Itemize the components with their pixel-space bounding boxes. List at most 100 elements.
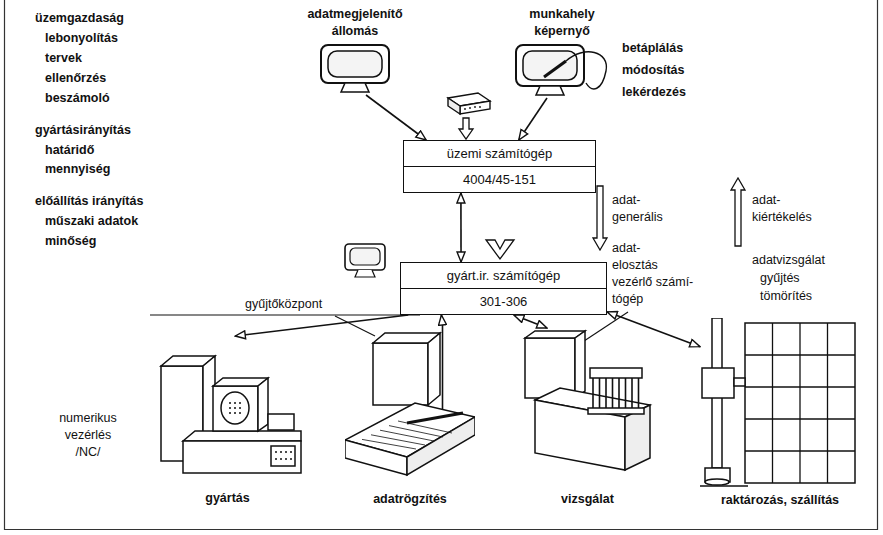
icon-stroke [588,408,644,414]
annotation-text: mennyiség [45,161,110,178]
equipment-label: adatrögzítés [345,487,475,508]
computer-box: üzemi számítógép4004/45-151 [403,140,596,193]
computer-name: gyárt.ir. számítógép [401,263,606,288]
computer-box: gyárt.ir. számítógép301-306 [400,262,607,315]
computer-name: üzemi számítógép [404,141,595,166]
input-chevron [486,240,514,259]
annotation-text: üzemgazdaság [35,10,124,27]
equipment-node: gyártás [150,336,305,507]
card-reader-dot [464,108,466,110]
card-reader-dot [479,106,481,108]
equipment-icon [345,325,475,487]
data-connector [514,315,547,328]
icon-stroke [799,323,800,483]
icon-stroke [362,439,416,449]
icon-stroke [442,325,444,409]
icon-stroke [239,407,241,409]
icon-stroke [280,458,282,460]
annotation-text: adat- kiértékelés [752,192,824,226]
annotation-text: betáplálás [622,40,683,57]
icon-stroke [566,52,606,89]
annotation-text: beszámoló [45,90,110,107]
icon-stroke [285,458,287,460]
data-connector [366,95,426,140]
card-reader-dot [474,106,476,108]
icon-stroke [618,378,620,410]
annotation-text: lebonyolítás [45,30,118,47]
icon-stroke [638,378,640,410]
icon-stroke [328,51,382,77]
icon-stroke [625,378,627,410]
icon-stroke [371,435,425,445]
icon-stroke [234,412,236,414]
icon-stroke [745,354,855,355]
icon-stroke [705,479,729,485]
icon-stroke [631,378,633,410]
icon-stroke [345,440,407,475]
annotation-text: adatvizsgálat [752,252,825,269]
icon-stroke [258,378,268,431]
icon-stroke [523,51,577,80]
small-monitor [355,270,375,277]
data-connector [460,193,462,262]
icon-stroke [398,421,452,433]
equipment-node: adatmegjelenítő állomás [300,6,410,95]
equipment-label: adatmegjelenítő állomás [300,6,410,43]
annotation-text: adat- generális [612,192,674,226]
hollow-arrow [593,186,607,250]
card-reader-dot [469,107,471,109]
icon-stroke [612,378,614,410]
icon-stroke [341,83,369,92]
icon-stroke [290,451,292,453]
small-monitor [350,248,380,265]
annotation-text: módosítás [622,62,685,79]
annotation-text: ellenőrzés [45,70,106,87]
icon-stroke [268,414,294,430]
icon-stroke [229,407,231,409]
equipment-icon [520,328,655,487]
icon-stroke [407,413,463,423]
annotation-text: adat- elosztás [612,240,667,274]
icon-stroke [229,412,231,414]
equipment-icon [319,43,391,95]
icon-stroke [239,412,241,414]
icon-stroke [280,451,282,453]
icon-stroke [827,323,828,483]
icon-stroke [373,343,428,405]
annotation-text: lekérdezés [622,84,686,101]
icon-stroke [183,441,301,473]
icon-stroke [275,451,277,453]
icon-stroke [213,386,258,431]
icon-stroke [772,323,773,483]
icon-stroke [239,402,241,404]
annotation-text: tömörítés [760,288,812,305]
frame [5,0,878,530]
icon-stroke [285,451,287,453]
annotation-text: vezérlő számí- tógép [612,274,704,308]
icon-stroke [536,86,564,95]
icon-stroke [290,458,292,460]
equipment-node: munkahely képernyő [512,6,612,98]
equipment-node: raktározás, szállítás [700,318,860,509]
data-connector [607,312,700,347]
data-connector [441,315,442,325]
icon-stroke [428,333,440,405]
icon-stroke [234,402,236,404]
annotation-text: tervek [45,50,82,67]
computer-model: 301-306 [401,288,606,314]
leader-line [150,314,420,315]
icon-stroke [575,331,585,398]
small-monitor [345,244,385,270]
equipment-icon [153,336,303,486]
hollow-arrow [731,178,745,246]
icon-stroke [599,378,601,410]
icon-stroke [275,458,277,460]
annotation-text: előállítás irányítás [35,193,143,210]
icon-stroke [590,368,642,378]
annotation-text: gyártásirányítás [35,122,131,139]
annotation-text: műszaki adatok [45,213,138,230]
annotation-text: numerikus vezérlés /NC/ [52,410,124,461]
annotation-text: minőség [45,233,96,250]
